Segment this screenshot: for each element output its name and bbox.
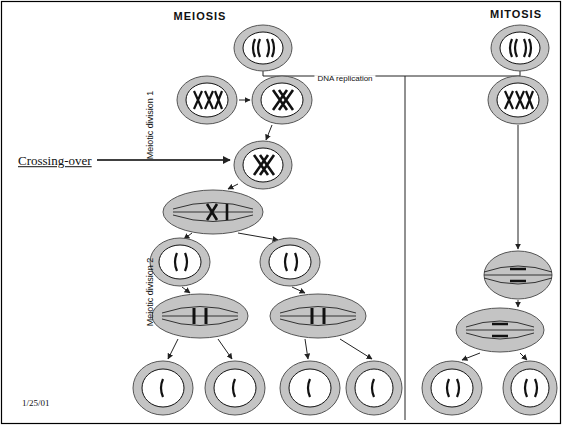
callout-label-box: Crossing-over (18, 151, 92, 169)
callout-label: Crossing-over (18, 154, 92, 168)
phase-label-box: Meiotic division 2 (139, 258, 157, 327)
phase-label: Meiotic division 2 (146, 258, 156, 327)
phase-label-box: Meiotic division 1 (139, 91, 157, 160)
date-label: 1/25/01 (22, 399, 50, 409)
step-label: DNA replication (314, 75, 375, 84)
date-label-box: 1/25/01 (22, 392, 50, 410)
column-heading-box: MITOSIS (490, 4, 542, 22)
column-heading-box: MEIOSIS (174, 6, 227, 24)
column-heading: MITOSIS (490, 8, 542, 20)
column-heading: MEIOSIS (174, 10, 227, 22)
phase-label: Meiotic division 1 (146, 91, 156, 160)
step-label-box: DNA replication (314, 67, 375, 85)
